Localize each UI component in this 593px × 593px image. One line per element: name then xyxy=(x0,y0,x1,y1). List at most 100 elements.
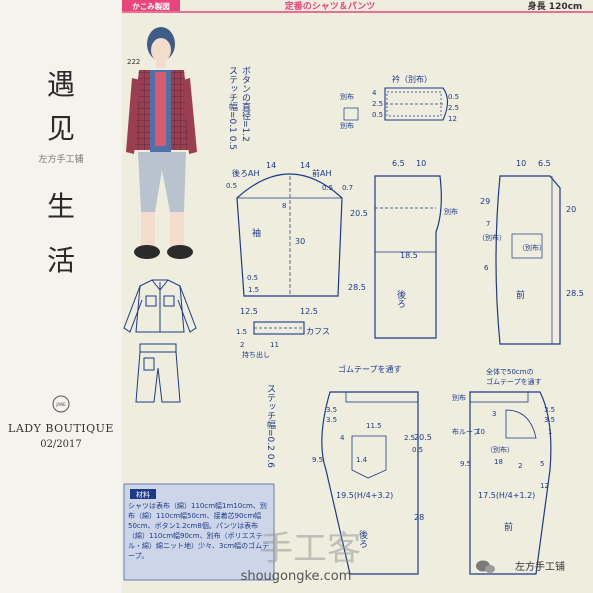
svg-text:0.5: 0.5 xyxy=(226,182,237,190)
jane-badge-text: JANE xyxy=(55,402,66,407)
materials-box: 材料 xyxy=(123,483,275,581)
svg-text:28.5: 28.5 xyxy=(566,289,584,298)
svg-text:ボタンの直径=1.2: ボタンの直径=1.2 xyxy=(240,66,251,142)
svg-text:0.5: 0.5 xyxy=(247,274,258,282)
pants-sketch xyxy=(135,343,181,403)
svg-text:2.5: 2.5 xyxy=(372,100,383,108)
size-label: 身長 120cm xyxy=(528,0,583,12)
svg-text:19.5(H/4+3.2): 19.5(H/4+3.2) xyxy=(336,491,393,500)
svg-text:20: 20 xyxy=(566,205,576,214)
svg-text:ステッチ幅=0.1 0.5: ステッチ幅=0.1 0.5 xyxy=(227,66,238,150)
svg-text:30: 30 xyxy=(295,237,305,246)
svg-text:3.5: 3.5 xyxy=(544,416,555,424)
issue-date: 02/2017 xyxy=(40,439,82,450)
svg-text:12: 12 xyxy=(448,115,457,123)
svg-text:前: 前 xyxy=(504,521,513,533)
svg-text:9.5: 9.5 xyxy=(460,460,471,468)
svg-text:14: 14 xyxy=(300,161,310,170)
svg-text:布ループ: 布ループ xyxy=(452,427,480,436)
shirt-sketch xyxy=(123,279,197,333)
svg-text:17.5(H/4+1.2): 17.5(H/4+1.2) xyxy=(478,491,535,500)
svg-text:後ろ: 後ろ xyxy=(395,289,406,308)
svg-text:14: 14 xyxy=(266,161,276,170)
svg-text:18.5: 18.5 xyxy=(400,251,418,260)
svg-text:ゴムテープを通す: ゴムテープを通す xyxy=(486,377,542,386)
svg-text:（別布）: （別布） xyxy=(518,243,546,252)
svg-text:全体で50cmの: 全体で50cmの xyxy=(486,367,534,376)
brand-name: LADY BOUTIQUE xyxy=(8,422,114,435)
svg-text:3.5: 3.5 xyxy=(326,406,337,414)
svg-text:5: 5 xyxy=(540,460,544,468)
svg-text:カフス: カフス xyxy=(306,327,330,336)
svg-text:6.5: 6.5 xyxy=(392,159,405,168)
svg-text:11: 11 xyxy=(270,341,279,349)
cuff-piece: カフス 1.5 2 11 持ち出し xyxy=(236,321,330,359)
svg-text:2.5: 2.5 xyxy=(448,104,459,112)
svg-text:3.5: 3.5 xyxy=(326,416,337,424)
svg-text:0.5: 0.5 xyxy=(322,184,333,192)
svg-text:別布: 別布 xyxy=(452,393,466,402)
pink-tag-label: かこみ製図 xyxy=(132,1,170,11)
jane-badge-icon xyxy=(52,395,70,413)
svg-text:別布: 別布 xyxy=(340,92,354,101)
svg-text:3.5: 3.5 xyxy=(544,406,555,414)
svg-text:別布: 別布 xyxy=(340,121,354,130)
svg-text:ゴムテープを通す: ゴムテープを通す xyxy=(338,364,402,374)
pants-back-piece: ゴムテープを通す 11.5 3.5 3.5 4 1.4 2.5 0.5 9.5 … xyxy=(312,364,432,575)
wechat-label: 左方手工铺 xyxy=(515,560,565,573)
svg-text:12.5: 12.5 xyxy=(240,307,258,316)
svg-text:1.5: 1.5 xyxy=(236,328,247,336)
front-bodice-piece: 10 6.5 29 20 28.5 （別布） 前 （別布） 7 6 xyxy=(478,159,584,345)
svg-text:18: 18 xyxy=(494,458,503,466)
wechat-badge: 左方手工铺 xyxy=(476,560,565,573)
watermark-big: 手工客 xyxy=(259,529,361,569)
svg-text:ステッチ幅=0.2 0.6: ステッチ幅=0.2 0.6 xyxy=(265,384,276,468)
note-stitch-shirt: ステッチ幅=0.1 0.5 xyxy=(227,66,238,150)
svg-text:10: 10 xyxy=(476,428,485,436)
svg-text:後ろAH: 後ろAH xyxy=(232,168,260,178)
svg-text:20.5: 20.5 xyxy=(414,433,432,442)
svg-text:12.5: 12.5 xyxy=(300,307,318,316)
svg-text:8: 8 xyxy=(282,202,286,210)
svg-text:別布: 別布 xyxy=(444,207,458,216)
pants-front-piece: 全体で50cmの ゴムテープを通す 別布 布ループ （別布） 3.5 3.5 1… xyxy=(452,367,555,575)
sidebar-char-3: 生 xyxy=(47,190,75,223)
svg-text:袖: 袖 xyxy=(252,227,261,239)
sleeve-piece: 袖 後ろAH 前AH 14 14 0.5 0.7 0.5 8 30 0.5 1.… xyxy=(226,161,353,316)
svg-text:前: 前 xyxy=(516,289,525,301)
sidebar-char-2: 见 xyxy=(47,112,75,145)
svg-text:0.7: 0.7 xyxy=(342,184,353,192)
svg-text:2: 2 xyxy=(518,462,522,470)
svg-text:1.4: 1.4 xyxy=(356,456,368,464)
svg-text:2: 2 xyxy=(240,341,244,349)
note-stitch-pants: ステッチ幅=0.2 0.6 xyxy=(265,384,276,468)
svg-text:3: 3 xyxy=(492,410,496,418)
pink-tag xyxy=(122,0,180,11)
svg-text:11.5: 11.5 xyxy=(366,422,382,430)
svg-text:28.5: 28.5 xyxy=(348,283,366,292)
svg-text:4: 4 xyxy=(372,89,377,97)
sidebar-char-1: 遇 xyxy=(47,68,75,101)
svg-text:前AH: 前AH xyxy=(312,168,332,178)
svg-text:衿（別布）: 衿（別布） xyxy=(392,74,432,84)
page-title: 定番のシャツ＆パンツ xyxy=(284,0,375,12)
svg-text:12: 12 xyxy=(540,482,549,490)
watermark-url: shougongke.com xyxy=(241,569,352,584)
back-bodice-piece: 6.5 10 20.5 28.5 18.5 後ろ 別布 xyxy=(348,159,458,339)
sidebar-small-label: 左方手工铺 xyxy=(38,153,83,165)
boy-illustration xyxy=(126,27,197,259)
svg-text:4: 4 xyxy=(340,434,345,442)
svg-text:2.5: 2.5 xyxy=(404,434,415,442)
svg-text:0.5: 0.5 xyxy=(372,111,383,119)
svg-text:0.5: 0.5 xyxy=(448,93,459,101)
materials-header: 材料 xyxy=(136,490,150,499)
svg-text:6: 6 xyxy=(484,264,489,272)
svg-text:10: 10 xyxy=(516,159,526,168)
svg-text:0.5: 0.5 xyxy=(412,446,423,454)
sidebar-bg xyxy=(0,0,122,593)
page-number: 222 xyxy=(127,58,140,66)
svg-text:29: 29 xyxy=(480,197,490,206)
collar-piece: 衿（別布） 4 2.5 0.5 0.5 2.5 12 別布 別布 xyxy=(340,74,459,130)
